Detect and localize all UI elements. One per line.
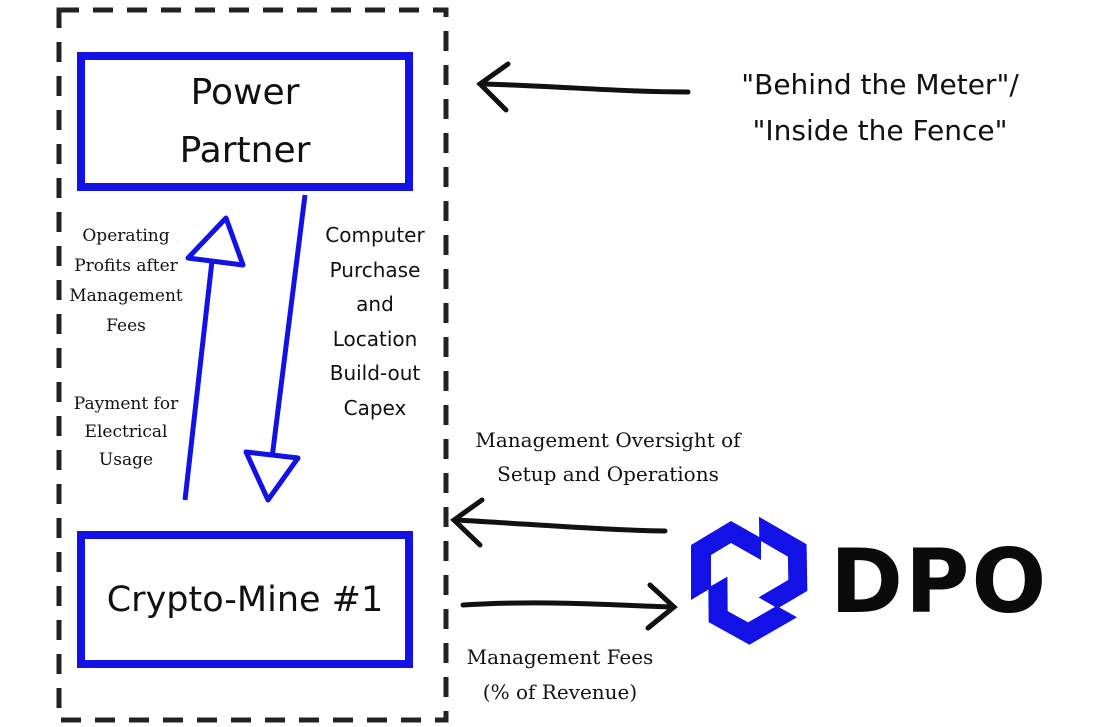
text-line: "Inside the Fence": [752, 114, 1008, 147]
upward-arrow-head: [185, 215, 246, 268]
text-line: Operating: [82, 226, 170, 246]
behind-meter-label: "Behind the Meter"/ "Inside the Fence": [700, 62, 1060, 154]
text-line: Setup and Operations: [497, 462, 719, 486]
oversight-label: Management Oversight of Setup and Operat…: [450, 423, 766, 491]
text-line: Payment for: [73, 394, 179, 414]
text-line: Fees: [106, 316, 146, 336]
text-line: Electrical: [84, 422, 168, 442]
text-line: Capex: [343, 395, 407, 420]
fees-arrow-head: [645, 582, 678, 631]
operating-profits-label: Operating Profits after Management Fees: [58, 221, 194, 341]
text-line: Management: [69, 286, 183, 306]
upward-arrow-line: [182, 251, 216, 501]
fees-arrow-line: [460, 600, 675, 610]
text-line: "Behind the Meter"/: [741, 68, 1019, 101]
text-line: Management Oversight of: [475, 428, 741, 452]
text-line: Management Fees: [466, 645, 654, 669]
text-line: Purchase: [329, 257, 421, 282]
payment-label: Payment for Electrical Usage: [58, 390, 194, 474]
oversight-arrow-head: [450, 497, 485, 548]
power-partner-line1: Power: [190, 71, 300, 113]
fees-label: Management Fees (% of Revenue): [452, 640, 668, 710]
power-partner-line2: Partner: [179, 129, 311, 171]
dpo-logo-icon: [691, 516, 808, 645]
power-partner-box: Power Partner: [77, 52, 413, 191]
downward-arrow-line: [269, 194, 308, 459]
text-line: Computer: [325, 223, 425, 247]
text-line: and: [356, 292, 394, 316]
downward-arrow-head: [243, 449, 301, 503]
text-line: Location: [332, 326, 418, 351]
crypto-mine-box: Crypto-Mine #1: [77, 531, 413, 668]
text-line: Profits after: [74, 256, 178, 276]
capex-label: Computer Purchase and Location Build-out…: [310, 218, 440, 425]
text-line: Build-out: [329, 361, 421, 385]
fence-boundary: [56, 7, 449, 723]
meter-arrow-head: [476, 61, 511, 113]
oversight-arrow-line: [453, 517, 668, 534]
text-line: Usage: [98, 450, 154, 470]
crypto-mine-label: Crypto-Mine #1: [106, 579, 384, 620]
dpo-logo-text: DPO: [830, 530, 1049, 633]
text-line: (% of Revenue): [482, 680, 638, 704]
meter-arrow-line: [479, 81, 691, 95]
